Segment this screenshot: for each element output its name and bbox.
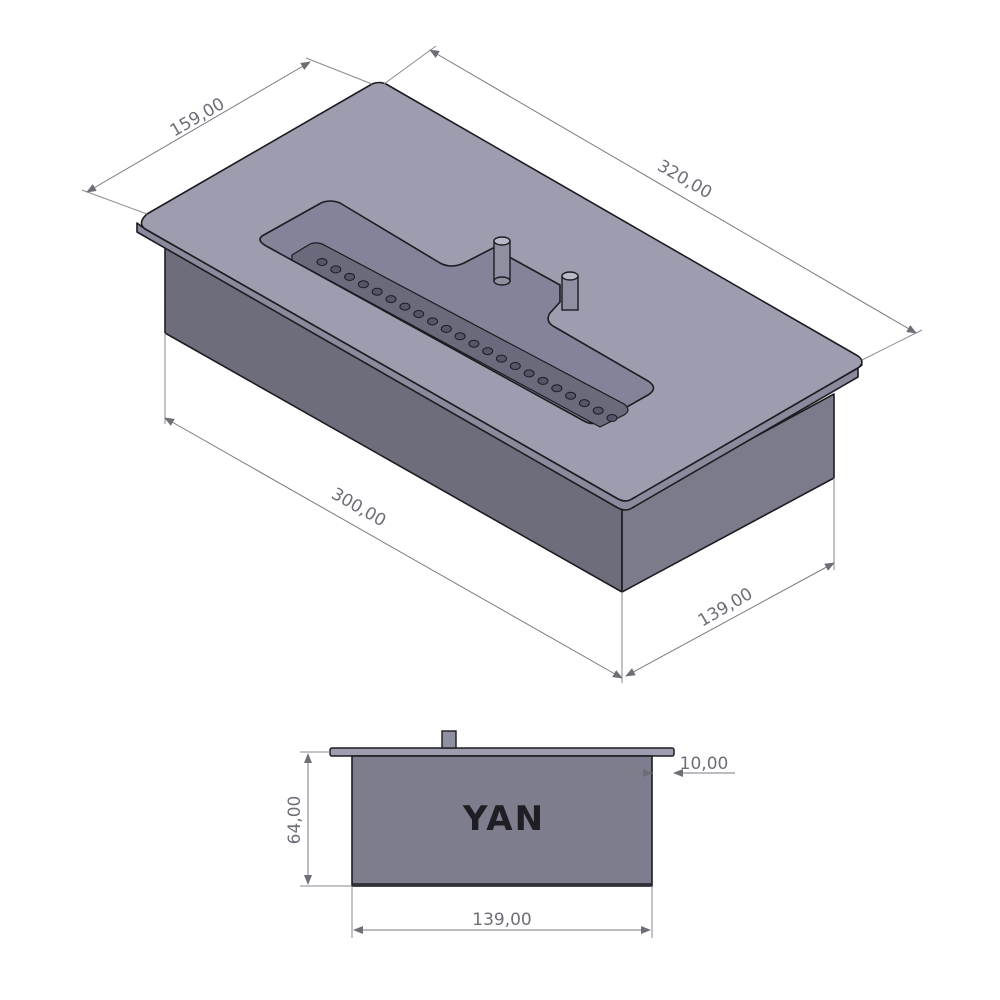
side-top-plate — [329, 747, 675, 757]
burner-nozzle — [330, 265, 342, 274]
burner-nozzle — [509, 362, 521, 370]
burner-nozzle — [592, 406, 604, 415]
burner-nozzle — [454, 332, 466, 341]
burner-nozzle — [399, 302, 411, 311]
dimension-139-side-text: 139,00 — [472, 910, 531, 930]
burner-nozzle — [551, 384, 563, 393]
burner-nozzle — [316, 258, 328, 266]
burner-nozzle — [413, 310, 425, 318]
burner-nozzle — [523, 369, 535, 378]
post-right — [561, 271, 579, 311]
side-view: YAN 64,00 139,00 10,00 — [285, 730, 735, 938]
plate-front-edge — [136, 222, 863, 511]
side-body — [351, 755, 653, 887]
burner-nozzle — [537, 376, 549, 385]
side-post — [441, 730, 457, 749]
burner-nozzle — [496, 354, 507, 363]
burner-nozzle — [357, 280, 369, 289]
burner-nozzle — [565, 391, 577, 400]
dimension-139-iso-text: 139,00 — [695, 584, 757, 631]
burner-nozzle — [440, 324, 452, 333]
burner-nozzle — [482, 347, 494, 356]
post-left — [493, 236, 511, 286]
burner-nozzle — [344, 272, 356, 281]
burner-nozzle — [468, 339, 480, 348]
dimension-64-text: 64,00 — [285, 796, 305, 845]
burner-nozzle — [385, 295, 397, 304]
side-view-label: YAN — [462, 799, 545, 839]
dimension-300-text: 300,00 — [328, 484, 390, 531]
isometric-view: 159,00 320,00 300,00 139,00 — [81, 45, 923, 683]
dimension-64: 64,00 — [285, 751, 352, 887]
burner-nozzle — [606, 414, 618, 422]
dimension-159-text: 159,00 — [167, 94, 229, 141]
dimension-10: 10,00 — [626, 754, 735, 777]
burner-nozzle — [427, 317, 438, 326]
dimension-10-text: 10,00 — [680, 754, 729, 774]
dimension-320-text: 320,00 — [654, 156, 716, 203]
burner-nozzle — [371, 287, 383, 296]
burner-nozzle — [578, 399, 590, 408]
dimension-139-side: 139,00 — [351, 886, 653, 938]
